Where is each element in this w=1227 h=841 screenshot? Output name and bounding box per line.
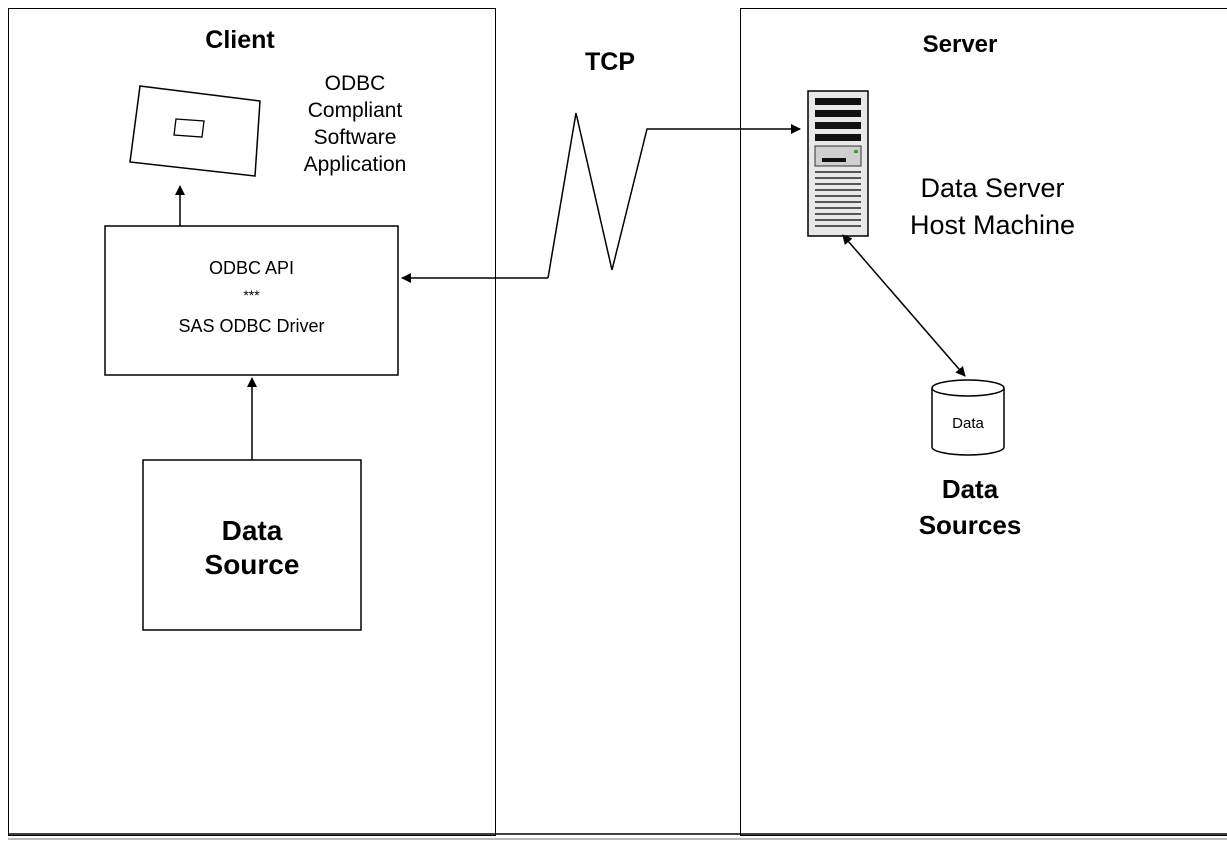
server-tower-icon <box>807 90 869 237</box>
app-label-line: Compliant <box>307 99 403 122</box>
data-source-box <box>142 459 362 631</box>
app-label-line: ODBC <box>324 72 386 95</box>
host-label-line: Data Server <box>920 173 1065 203</box>
arrow-server-db <box>842 234 966 377</box>
host-label: Data Server Host Machine <box>890 170 1095 244</box>
tcp-link <box>547 112 801 279</box>
data-sources-line: Sources <box>918 510 1022 540</box>
host-label-line: Host Machine <box>909 210 1076 240</box>
monitor-window-icon <box>129 85 261 177</box>
database-cylinder-icon <box>931 379 1005 456</box>
driver-box <box>104 225 399 376</box>
app-label-line: Application <box>303 153 407 176</box>
data-sources-label: Data Sources <box>890 471 1050 543</box>
data-source-line: Source <box>204 549 300 580</box>
data-source-line: Data <box>221 515 283 546</box>
app-label-line: Software <box>313 126 397 149</box>
data-sources-line: Data <box>941 474 999 504</box>
driver-line-2: *** <box>243 287 260 303</box>
app-label: ODBC Compliant Software Application <box>290 70 420 178</box>
tcp-label: TCP <box>585 48 635 76</box>
data-source-label: Data Source <box>143 514 361 582</box>
driver-line-3: SAS ODBC Driver <box>178 316 325 336</box>
db-label: Data <box>952 415 984 432</box>
client-title: Client <box>205 26 275 54</box>
server-title: Server <box>922 31 998 58</box>
driver-line-1: ODBC API <box>208 258 295 278</box>
